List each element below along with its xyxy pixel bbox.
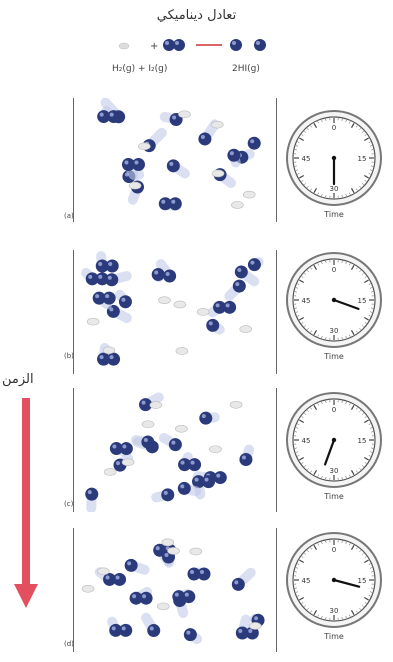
clock-number: 30 [330, 467, 339, 475]
panel-label-c: (c) [64, 500, 74, 508]
time-axis-label: الزمن [2, 372, 34, 387]
clock-face: 0 15 30 45 [286, 392, 382, 488]
panel-d [73, 528, 277, 652]
clock-c: 0 15 30 45 Time [284, 390, 384, 510]
time-arrow [14, 398, 38, 608]
molecule-scene [81, 251, 264, 366]
clock-number: 15 [358, 577, 367, 585]
panel-label-b: (b) [64, 352, 74, 360]
clock-number: 30 [330, 607, 339, 615]
clock-number: 45 [302, 577, 311, 585]
clock-number: 45 [302, 155, 311, 163]
title: تعادل ديناميكي [156, 8, 237, 23]
panel-a [73, 97, 277, 222]
clock-number: 0 [332, 406, 336, 414]
clock-a: 0 15 30 45 Time [284, 108, 384, 228]
clock-number: 45 [302, 437, 311, 445]
clock-d: 0 15 30 45 Time [284, 530, 384, 650]
clock-number: 15 [358, 437, 367, 445]
reaction-equation: + [118, 39, 266, 52]
panel-label-d: (d) [64, 640, 74, 648]
equation-right-label: 2HI(g) [232, 64, 260, 74]
clock-face: 0 15 30 45 [286, 110, 382, 206]
panel-label-a: (a) [64, 212, 74, 220]
clock-number: 30 [330, 185, 339, 193]
clock-label: Time [324, 210, 344, 219]
molecule-scene [81, 538, 265, 645]
panel-b [73, 250, 277, 374]
clock-label: Time [324, 492, 344, 501]
clock-number: 30 [330, 327, 339, 335]
clock-number: 15 [358, 297, 367, 305]
clock-number: 45 [302, 297, 311, 305]
molecule-scene [85, 392, 255, 514]
clock-b: 0 15 30 45 Time [284, 250, 384, 370]
svg-text:+: + [150, 41, 158, 52]
molecule-scene [97, 97, 262, 212]
panel-c [73, 388, 277, 514]
clock-face: 0 15 30 45 [286, 252, 382, 348]
clock-label: Time [324, 632, 344, 641]
clock-number: 0 [332, 546, 336, 554]
clock-number: 15 [358, 155, 367, 163]
equation-left-label: H₂(g) + I₂(g) [112, 64, 168, 74]
clock-number: 0 [332, 124, 336, 132]
clock-label: Time [324, 352, 344, 361]
clock-face: 0 15 30 45 [286, 532, 382, 628]
clock-number: 0 [332, 266, 336, 274]
